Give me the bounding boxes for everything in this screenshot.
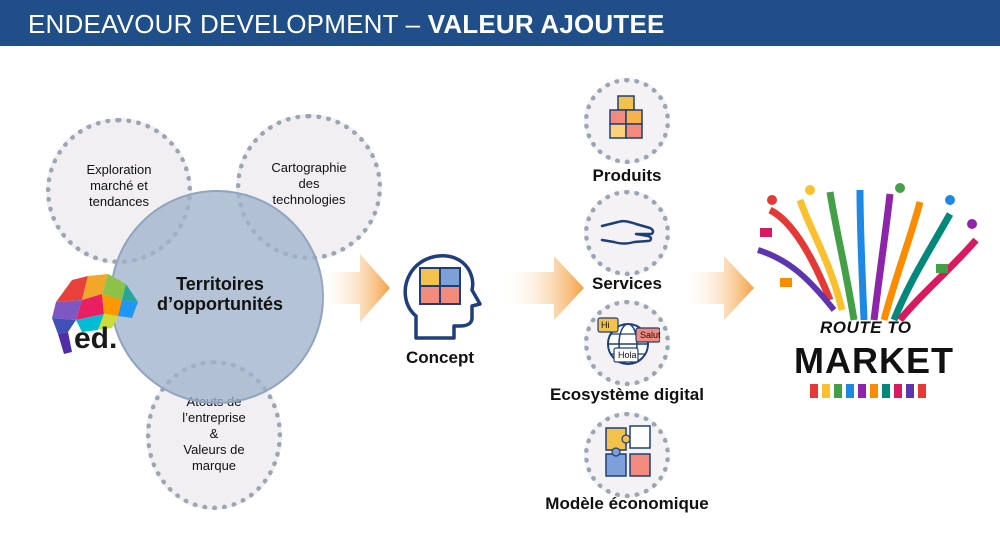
bubble-salut: Salut [640, 330, 661, 340]
concept-label: Concept [406, 348, 474, 367]
hand-icon [600, 219, 655, 245]
title-bar: ENDEAVOUR DEVELOPMENT – VALEUR AJOUTEE [0, 0, 1000, 46]
services-circle [584, 190, 670, 276]
arrow-1 [318, 254, 390, 322]
globe-chat-icon [597, 317, 660, 365]
exploration-line-2: marché et [90, 178, 148, 193]
territoires-line-1: Territoires [176, 274, 264, 294]
cartographie-line-3: technologies [272, 192, 346, 207]
ecosysteme-circle [584, 300, 670, 386]
services-label: Services [592, 274, 662, 293]
head-puzzle-icon [403, 254, 482, 340]
cartographie-line-1: Cartographie [271, 160, 347, 175]
cartographie-line-2: des [298, 176, 320, 191]
modele-label: Modèle économique [545, 494, 709, 513]
route-to-market-illustration: ROUTE TO MARKET [750, 180, 982, 402]
exploration-circle [46, 118, 192, 264]
produits-circle [584, 78, 670, 164]
exploration-line-1: Exploration [86, 162, 152, 177]
atouts-line-2: l’entreprise [182, 410, 246, 425]
roads-icon [757, 183, 979, 323]
puzzle-icon [605, 425, 651, 477]
bubble-hola: Hola [618, 350, 637, 360]
brain-logo-icon [52, 274, 138, 354]
route-to-text: ROUTE TO [820, 318, 912, 337]
exploration-text: Exploration marché et tendances [56, 162, 182, 210]
cartographie-text: Cartographie des technologies [246, 160, 372, 208]
color-bars-icon [810, 384, 926, 398]
logo-text: ed. [74, 322, 118, 355]
atouts-line-5: marque [191, 458, 237, 473]
bubble-hi: Hi [601, 320, 610, 330]
territoires-line-2: d’opportunités [157, 294, 283, 314]
arrow-2 [500, 256, 584, 320]
exploration-line-3: tendances [89, 194, 149, 209]
page-title: ENDEAVOUR DEVELOPMENT – VALEUR AJOUTEE [28, 9, 665, 40]
territoires-label: Territoires d’opportunités [140, 274, 300, 314]
atouts-line-4: Valeurs de [183, 442, 245, 457]
arrow-3 [682, 256, 754, 320]
title-bold: VALEUR AJOUTEE [427, 9, 665, 39]
ecosysteme-label: Ecosystème digital [549, 385, 704, 404]
market-text: MARKET [794, 340, 954, 381]
atouts-text: Atouts de l’entreprise & Valeurs de marq… [151, 394, 277, 474]
produits-label: Produits [592, 166, 662, 185]
territoires-circle [110, 190, 324, 404]
title-regular: ENDEAVOUR DEVELOPMENT – [28, 9, 428, 39]
cubes-icon [609, 95, 643, 139]
modele-circle [584, 412, 670, 498]
atouts-line-3: & [209, 426, 219, 441]
